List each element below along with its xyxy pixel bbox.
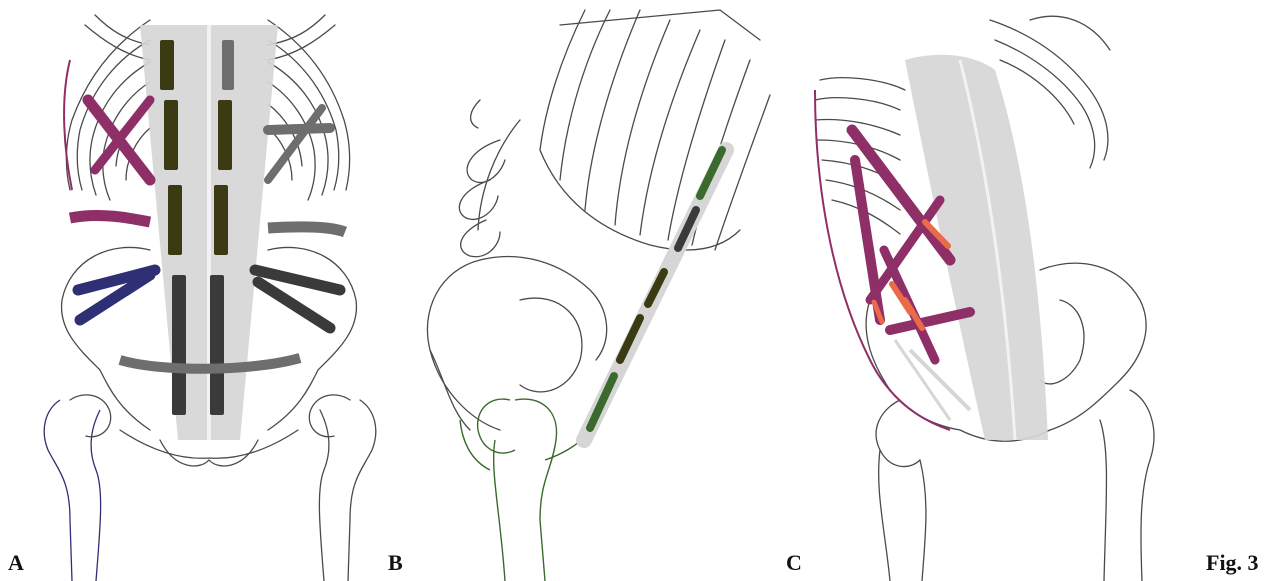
panel-label-a: A bbox=[8, 552, 24, 574]
panel-b-lateral-view bbox=[427, 10, 770, 581]
panel-b-leg bbox=[460, 399, 590, 581]
panel-b-rectus-profile bbox=[584, 150, 726, 440]
panel-a-anterior-view bbox=[44, 15, 376, 581]
panel-b-ribcage bbox=[540, 10, 770, 250]
panel-c-rectus-sheath bbox=[905, 55, 1048, 440]
panel-label-c: C bbox=[786, 552, 802, 574]
figure-number-label: Fig. 3 bbox=[1206, 552, 1259, 574]
panel-label-b: B bbox=[388, 552, 403, 574]
panel-c-oblique-view bbox=[815, 16, 1154, 581]
panel-b-spine bbox=[459, 100, 520, 257]
panel-b-pelvis bbox=[427, 257, 606, 430]
